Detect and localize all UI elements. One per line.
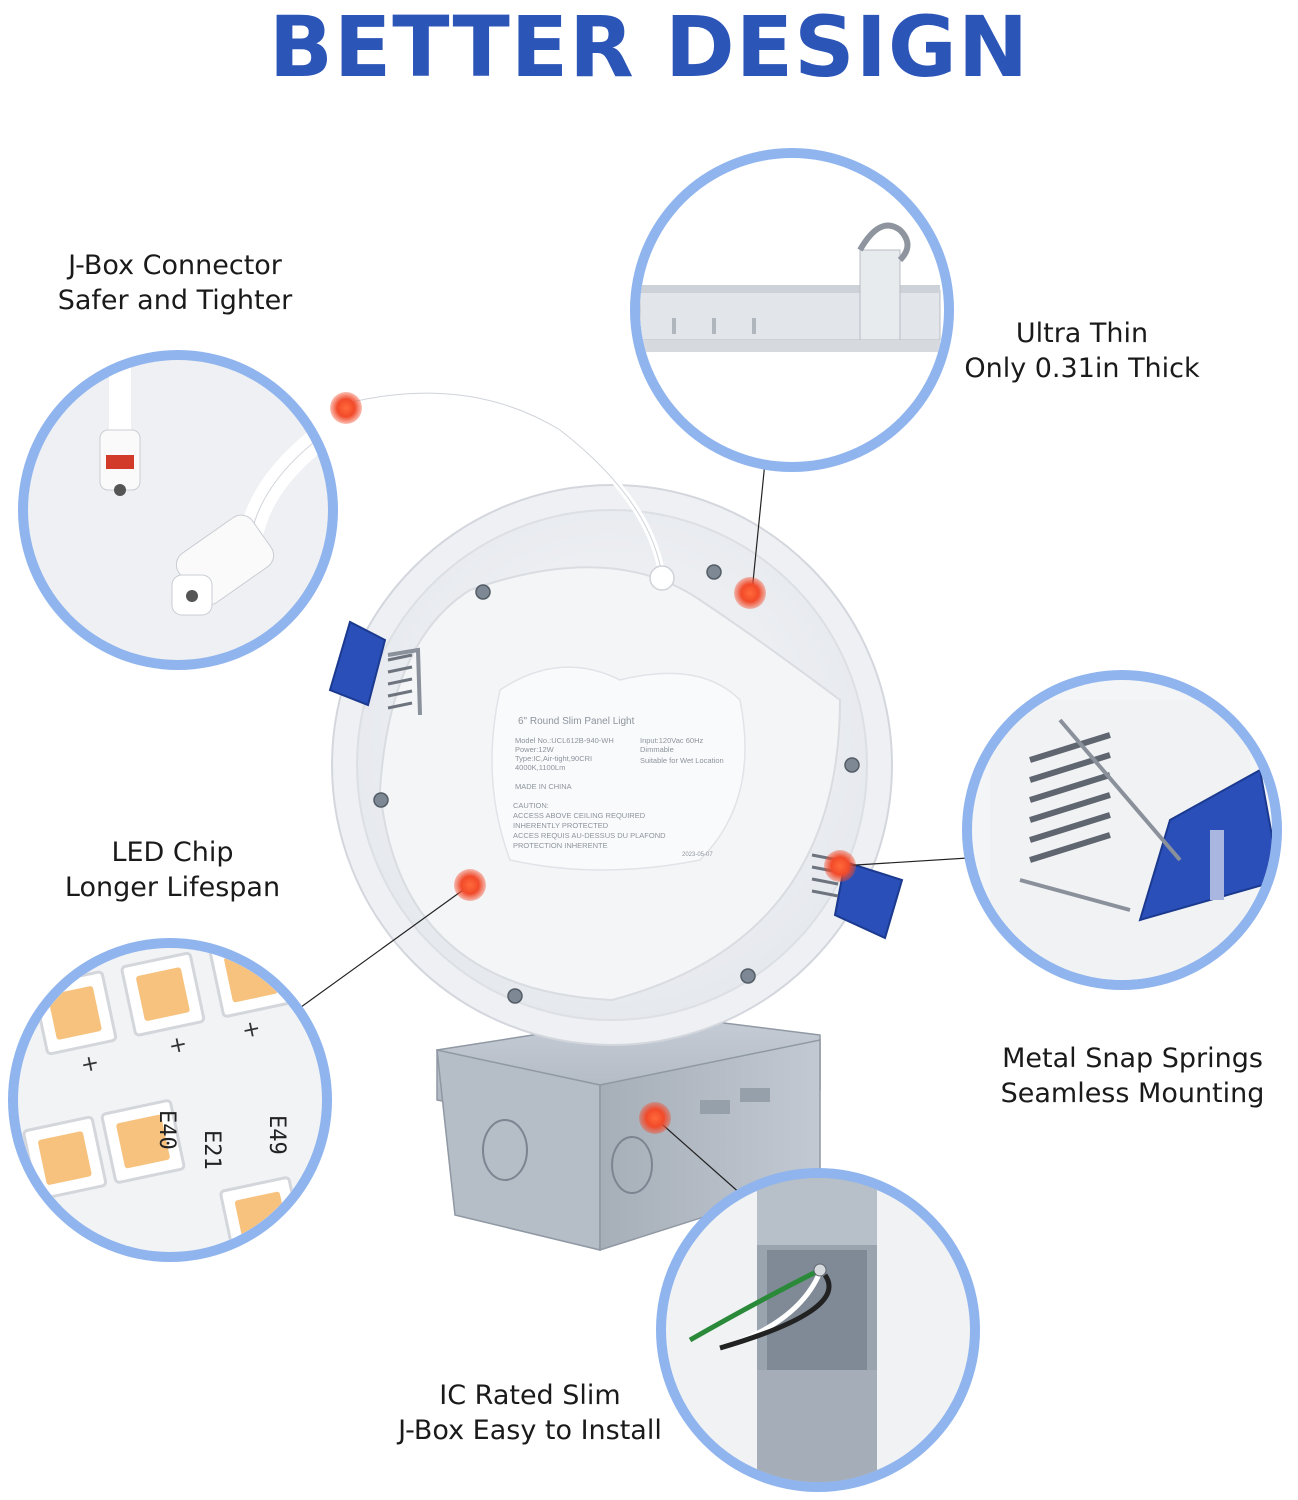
feature-label-jbox-connector: J-Box Connector Safer and Tighter (40, 248, 310, 318)
pcb-mark: E21 (199, 1130, 224, 1170)
label-caution: CAUTION: (513, 801, 549, 810)
hotspots (330, 392, 856, 1134)
feature-title: LED Chip (111, 837, 234, 868)
feature-subtitle: J-Box Easy to Install (398, 1415, 662, 1446)
junction-box-closeup (656, 1168, 980, 1492)
hotspot-marker (330, 392, 362, 424)
label-caution: ACCESS ABOVE CEILING REQUIRED (513, 811, 646, 820)
label-date: 2023-05-07 (682, 852, 713, 858)
panel-light (328, 389, 904, 1046)
hotspot-marker (454, 869, 486, 901)
product-label: 6" Round Slim Panel Light Model No.:UCL6… (513, 716, 724, 858)
svg-text:+: + (166, 1031, 189, 1059)
label-right-spec: Input:120Vac 60Hz (640, 736, 703, 745)
edge-profile-closeup (630, 148, 954, 472)
label-caution: PROTECTION INHERENTE (513, 841, 608, 850)
led-chip-closeup: + + + E40 E21 E49 (8, 938, 332, 1262)
hotspot-marker (824, 850, 856, 882)
feature-title: IC Rated Slim (439, 1380, 621, 1411)
hotspot-marker (734, 577, 766, 609)
feature-title: Ultra Thin (1015, 318, 1149, 349)
feature-label-ic-rated-jbox: IC Rated Slim J-Box Easy to Install (380, 1378, 680, 1448)
hotspot-marker (639, 1102, 671, 1134)
label-right-spec: Dimmable (640, 745, 674, 754)
label-origin: MADE IN CHINA (515, 782, 572, 791)
page-title: BETTER DESIGN (268, 0, 1030, 96)
feature-subtitle: Longer Lifespan (64, 872, 281, 903)
pcb-mark: E40 (154, 1110, 179, 1150)
feature-label-ultra-thin: Ultra Thin Only 0.31in Thick (952, 316, 1212, 386)
label-left-spec: Model No.:UCL612B-940-WH (515, 736, 614, 745)
connector-closeup (18, 350, 338, 670)
label-left-spec: Power:12W (515, 745, 555, 754)
label-left-spec: 4000K,1100Lm (515, 763, 565, 772)
feature-title: Metal Snap Springs (1002, 1043, 1263, 1074)
svg-text:+: + (78, 1050, 101, 1078)
feature-subtitle: Only 0.31in Thick (964, 353, 1200, 384)
label-name: 6" Round Slim Panel Light (518, 716, 635, 727)
feature-title: J-Box Connector (68, 250, 282, 281)
label-right-spec: Suitable for Wet Location (640, 756, 724, 765)
label-caution: ACCES REQUIS AU-DESSUS DU PLAFOND (513, 831, 666, 840)
svg-text:+: + (240, 1016, 263, 1044)
feature-subtitle: Safer and Tighter (57, 285, 293, 316)
pcb-mark: E49 (264, 1115, 289, 1155)
label-left-spec: Type:IC,Air-tight,90CRI (515, 754, 592, 763)
label-caution: INHERENTLY PROTECTED (513, 821, 609, 830)
feature-label-snap-springs: Metal Snap Springs Seamless Mounting (990, 1041, 1275, 1111)
feature-subtitle: Seamless Mounting (1000, 1078, 1265, 1109)
spring-clip-closeup (962, 670, 1282, 990)
feature-label-led-chip: LED Chip Longer Lifespan (40, 835, 305, 905)
